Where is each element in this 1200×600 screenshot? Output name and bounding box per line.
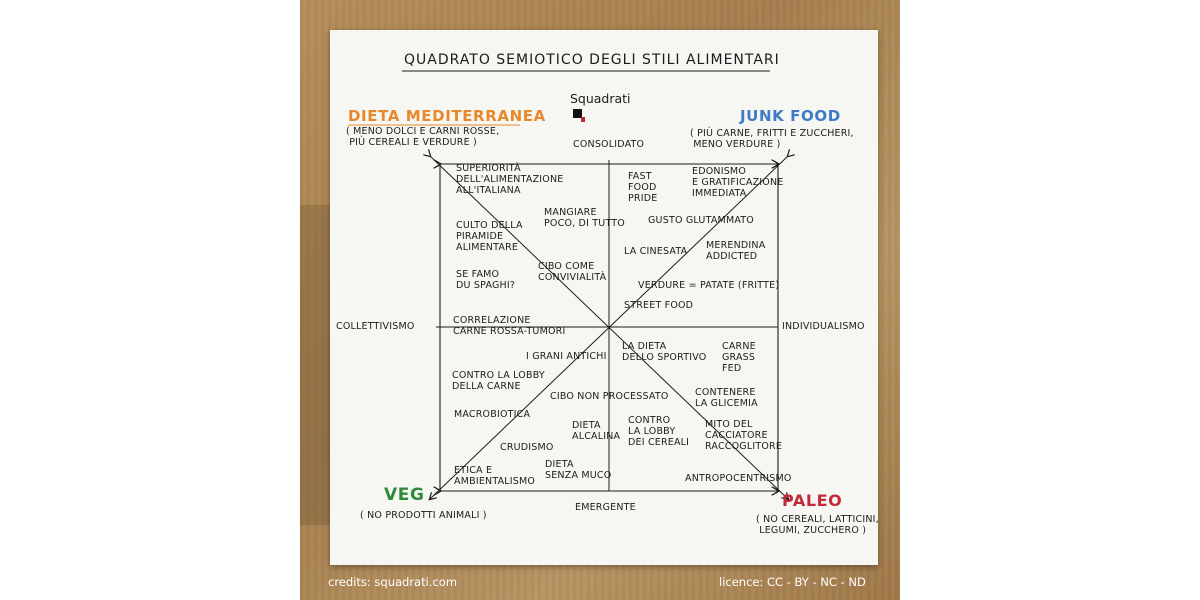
item-crudismo: CRUDISMO <box>500 442 554 453</box>
item-dieta-senza-muco: DIETA SENZA MUCO <box>545 459 612 481</box>
corner-label-junk-food: JUNK FOOD <box>740 107 841 125</box>
corner-note-veg: ( NO PRODOTTI ANIMALI ) <box>360 510 487 521</box>
item-etica-ambientalismo: ETICA E AMBIENTALISMO <box>454 465 536 487</box>
item-se-famo: SE FAMO DU SPAGHI? <box>456 269 516 291</box>
item-contro-lobby-cereali: CONTRO LA LOBBY DEI CEREALI <box>628 415 690 448</box>
subtitle-text: Squadrati <box>569 91 631 107</box>
squadrati-logo-icon <box>572 108 585 122</box>
item-mito-cacciatore: MITO DEL CACCIATORE RACCOGLITORE <box>705 419 783 452</box>
item-superiorita: SUPERIORITÀ DELL'ALIMENTAZIONE ALL'ITALI… <box>456 163 564 196</box>
item-carne-grass-fed: CARNE GRASS FED <box>722 341 756 374</box>
page-subtitle: Squadrati <box>562 78 631 122</box>
item-street-food: STREET FOOD <box>624 300 694 311</box>
corner-label-dieta-mediterranea: DIETA MEDITERRANEA <box>348 107 546 125</box>
axis-label-left: COLLETTIVISMO <box>336 321 415 332</box>
item-culto-piramide: CULTO DELLA PIRAMIDE ALIMENTARE <box>456 220 523 253</box>
page-title: QUADRATO SEMIOTICO DEGLI STILI ALIMENTAR… <box>404 52 780 68</box>
corner-label-veg: VEG <box>384 485 425 505</box>
corner-label-paleo: PALEO <box>782 491 843 510</box>
axis-label-bottom: EMERGENTE <box>575 502 636 513</box>
item-fast-food-pride: FAST FOOD PRIDE <box>628 171 658 204</box>
item-correlazione: CORRELAZIONE CARNE ROSSA-TUMORI <box>453 315 566 337</box>
corner-note-junk-food: ( PIÙ CARNE, FRITTI E ZUCCHERI, MENO VER… <box>690 128 854 150</box>
diagonal-tr-bl <box>430 156 788 499</box>
licence-text: licence: CC - BY - NC - ND <box>719 575 866 589</box>
item-mangiare-poco: MANGIARE POCO, DI TUTTO <box>544 207 625 229</box>
item-la-cinesata: LA CINESATA <box>624 246 688 257</box>
axis-label-right: INDIVIDUALISMO <box>782 321 865 332</box>
item-antropocentrismo: ANTROPOCENTRISMO <box>685 473 792 484</box>
item-edonismo: EDONISMO E GRATIFICAZIONE IMMEDIATA <box>692 166 784 199</box>
item-grani-antichi: I GRANI ANTICHI <box>526 351 607 362</box>
item-dieta-alcalina: DIETA ALCALINA <box>572 420 621 442</box>
item-macrobiotica: MACROBIOTICA <box>454 409 531 420</box>
corner-note-dieta-mediterranea: ( MENO DOLCI E CARNI ROSSE, PIÙ CEREALI … <box>346 126 500 148</box>
item-dieta-sportivo: LA DIETA DELLO SPORTIVO <box>622 341 707 363</box>
axis-label-top: CONSOLIDATO <box>573 139 645 150</box>
item-cibo-non-processato: CIBO NON PROCESSATO <box>550 391 669 402</box>
credits-text: credits: squadrati.com <box>328 575 458 589</box>
corner-note-paleo: ( NO CEREALI, LATTICINI, LEGUMI, ZUCCHER… <box>756 514 879 536</box>
item-merendina: MERENDINA ADDICTED <box>706 240 766 262</box>
item-contenere-glicemia: CONTENERE LA GLICEMIA <box>695 387 758 409</box>
item-verdure-patate: VERDURE = PATATE (FRITTE) <box>638 280 780 291</box>
item-contro-lobby-carne: CONTRO LA LOBBY DELLA CARNE <box>452 370 545 392</box>
item-gusto-glutammato: GUSTO GLUTAMMATO <box>648 215 754 226</box>
item-cibo-convivialita: CIBO COME CONVIVIALITÀ <box>538 261 607 283</box>
